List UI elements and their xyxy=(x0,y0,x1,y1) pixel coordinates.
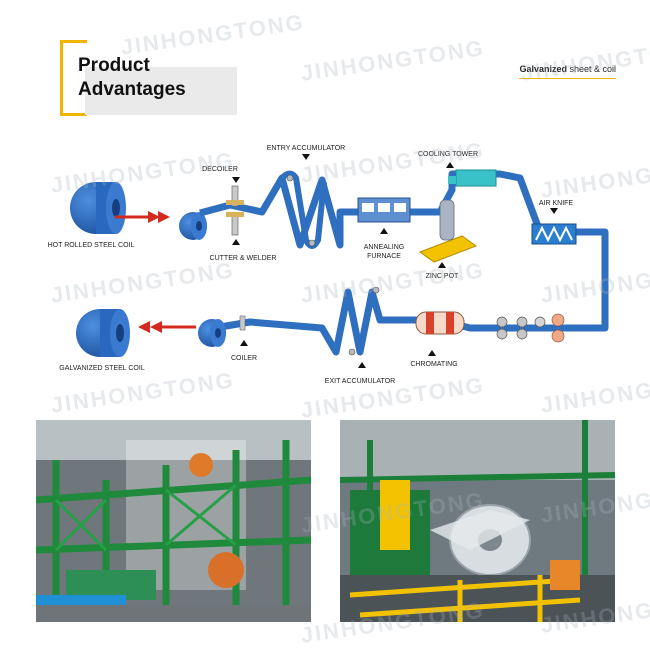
finishing-rollers-icon xyxy=(496,313,565,343)
label-decoiler: DECOILER xyxy=(202,166,238,173)
galvanized-coil-icon xyxy=(76,309,130,357)
pointer-chromating-icon xyxy=(428,350,436,356)
decoiler-coil-icon xyxy=(179,212,207,240)
hot-rolled-coil-icon xyxy=(70,182,126,234)
label-cutter-welder: CUTTER & WELDER xyxy=(210,255,277,262)
zinc-pot-icon xyxy=(418,199,478,263)
roller-icon xyxy=(286,174,294,182)
page-title-line1: Product xyxy=(78,55,150,76)
label-zinc-pot: ZINC POT xyxy=(426,273,459,280)
product-tag: Galvanized sheet & coil xyxy=(519,64,616,79)
annealing-furnace-icon xyxy=(357,197,411,223)
decoiler-icon xyxy=(226,185,244,207)
entry-accumulator-strip xyxy=(279,170,327,249)
pointer-air-knife-icon xyxy=(550,208,558,214)
cooling-tower-icon xyxy=(448,169,497,187)
roller-icon xyxy=(308,239,316,247)
label-air-knife: AIR KNIFE xyxy=(539,200,574,207)
process-flow-diagram: HOT ROLLED STEEL COIL DECOILER CUTTER & … xyxy=(48,145,609,385)
factory-photo-right xyxy=(340,420,615,622)
air-knife-icon xyxy=(531,223,577,245)
label-hot-rolled: HOT ROLLED STEEL COIL xyxy=(48,242,135,249)
title-bracket xyxy=(60,40,87,116)
pointer-exit-accumulator-icon xyxy=(358,362,366,368)
chromating-icon xyxy=(415,311,465,335)
pointer-cooling-icon xyxy=(446,162,454,168)
pointer-decoiler-icon xyxy=(232,177,240,183)
label-entry-accumulator: ENTRY ACCUMULATOR xyxy=(267,145,345,152)
label-galvanized-coil: GALVANIZED STEEL COIL xyxy=(59,365,145,372)
pointer-furnace-icon xyxy=(380,228,388,234)
label-exit-accumulator: EXIT ACCUMULATOR xyxy=(325,378,395,385)
strip-lower xyxy=(213,288,585,356)
label-annealing-1: ANNEALING xyxy=(364,244,404,251)
label-cooling-tower: COOLING TOWER xyxy=(418,151,478,158)
red-arrow-left-icon xyxy=(138,321,196,333)
roller-icon xyxy=(372,286,380,294)
label-chromating: CHROMATING xyxy=(410,361,457,368)
pointer-coiler-icon xyxy=(240,340,248,346)
pointer-cutter-icon xyxy=(232,239,240,245)
coiler-roller-icon xyxy=(239,315,246,331)
pointer-entry-accumulator-icon xyxy=(302,154,310,160)
pointer-zinc-icon xyxy=(438,262,446,268)
strip-upper xyxy=(199,170,609,332)
page-title: Product Advantages xyxy=(78,54,186,102)
product-tag-bold: Galvanized xyxy=(519,64,567,74)
coiler-icon xyxy=(198,319,226,347)
red-arrow-icon xyxy=(115,211,170,223)
label-annealing-2: FURNACE xyxy=(367,253,401,260)
title-background xyxy=(85,67,237,115)
product-tag-rest: sheet & coil xyxy=(566,64,616,74)
factory-photo-left xyxy=(36,420,311,622)
page-title-line2: Advantages xyxy=(78,79,186,100)
title-block: Product Advantages xyxy=(60,40,238,116)
roller-icon xyxy=(348,348,356,356)
label-coiler: COILER xyxy=(231,355,257,362)
cutter-welder-icon xyxy=(226,212,244,236)
